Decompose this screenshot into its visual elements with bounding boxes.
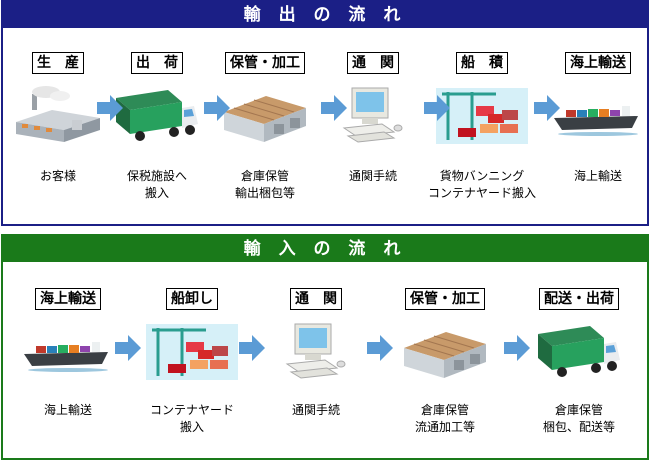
step-caption: コンテナヤード 搬入 [149, 403, 234, 434]
container-crane-icon [146, 320, 238, 386]
step-caption: 倉庫保管 流通加工等 [414, 403, 475, 434]
step-label: 保管・加工 [225, 52, 305, 74]
step-caption: 倉庫保管 梱包、配送等 [542, 403, 615, 434]
flow-arrow-icon [367, 335, 393, 361]
step-caption: お客様 [39, 169, 76, 183]
flow-arrow-icon [424, 95, 450, 121]
step-caption: 通関手続 [348, 169, 397, 183]
ship-icon [22, 320, 114, 386]
step-label: 保管・加工 [405, 288, 485, 310]
container-crane-icon [436, 84, 528, 150]
truck-icon [112, 84, 202, 150]
flow-arrow-icon [534, 95, 560, 121]
step-label: 出 荷 [131, 52, 183, 74]
step-caption: 海上輸送 [43, 403, 92, 417]
step-caption: 貨物バンニング コンテナヤード搬入 [427, 169, 536, 200]
flow-arrow-icon [504, 335, 530, 361]
import-flow-panel: 輸 入 の 流 れ 海上輸送 海上輸送 船卸し [1, 234, 649, 460]
truck-icon [534, 320, 624, 386]
step-label: 船卸し [166, 288, 218, 310]
warehouse-icon [400, 320, 490, 386]
import-flow-title: 輸 入 の 流 れ [3, 236, 647, 262]
step-label: 通 関 [290, 288, 342, 310]
step-caption: 海上輸送 [573, 169, 622, 183]
flow-arrow-icon [115, 335, 141, 361]
warehouse-icon [220, 84, 310, 150]
export-flow-panel: 輸 出 の 流 れ 生 産 お客様 出 荷 [1, 0, 649, 226]
step-label: 海上輸送 [565, 52, 631, 74]
computer-icon [338, 84, 408, 150]
step-label: 海上輸送 [35, 288, 101, 310]
step-label: 生 産 [32, 52, 84, 74]
flow-arrow-icon [97, 95, 123, 121]
flow-arrow-icon [239, 335, 265, 361]
step-caption: 保税施設へ 搬入 [126, 169, 187, 200]
ship-icon [552, 84, 644, 150]
step-caption: 通関手続 [291, 403, 340, 417]
computer-icon [281, 320, 351, 386]
factory-icon [12, 84, 104, 148]
export-flow-title: 輸 出 の 流 れ [3, 2, 647, 28]
step-label: 船 積 [456, 52, 508, 74]
flow-arrow-icon [321, 95, 347, 121]
step-caption: 倉庫保管 輸出梱包等 [234, 169, 295, 200]
step-label: 通 関 [347, 52, 399, 74]
flow-arrow-icon [204, 95, 230, 121]
step-label: 配送・出荷 [539, 288, 619, 310]
